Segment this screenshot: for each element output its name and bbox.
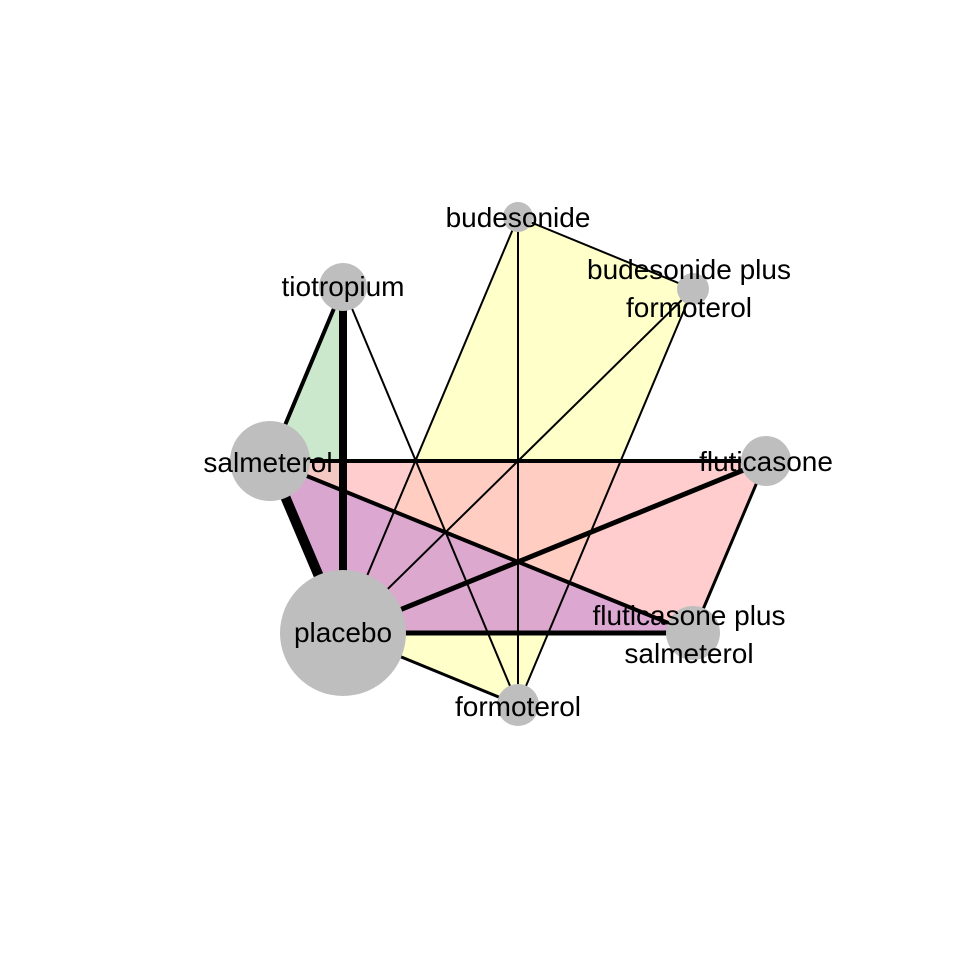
- edge-fluticasone-fluticasone-plus-salmeterol: [691, 459, 768, 635]
- node-placebo: [280, 570, 406, 696]
- node-fluticasone: [741, 436, 791, 486]
- node-label-budesonide: budesonide: [446, 202, 591, 233]
- node-label-line: salmeterol: [203, 447, 332, 478]
- node-label-line: budesonide: [446, 202, 591, 233]
- node-label-line: formoterol: [626, 292, 752, 323]
- node-fluticasone-plus-salmeterol: [666, 606, 720, 660]
- edge-budesonide-budesonide-plus-formoterol: [517, 216, 694, 290]
- edge-budesonide-plus-formoterol-formoterol: [517, 288, 694, 706]
- node-label-line: formoterol: [455, 691, 581, 722]
- node-tiotropium: [319, 263, 367, 311]
- node-label-salmeterol: salmeterol: [203, 447, 332, 478]
- network-nodes: [230, 202, 791, 726]
- node-label-budesonide-plus-formoterol: budesonide plus formoterol: [587, 254, 791, 323]
- node-label-line: salmeterol: [624, 638, 753, 669]
- node-label-formoterol: formoterol: [455, 691, 581, 722]
- edge-salmeterol-fluticasone-plus-salmeterol: [268, 459, 695, 635]
- edge-tiotropium-formoterol: [342, 286, 519, 706]
- node-label-line: tiotropium: [282, 271, 405, 302]
- node-label-line: budesonide plus: [587, 254, 791, 285]
- node-label-placebo: placebo: [294, 617, 392, 648]
- node-label-tiotropium: tiotropium: [282, 271, 405, 302]
- node-label-line: fluticasone plus: [592, 600, 785, 631]
- node-label-fluticasone-plus-salmeterol: fluticasone plus salmeterol: [592, 600, 785, 669]
- edge-budesonide-plus-formoterol-placebo: [342, 288, 694, 634]
- node-label-line: fluticasone: [699, 446, 833, 477]
- node-labels: budesonide budesonide plus formoterol fluti…: [203, 202, 833, 722]
- node-formoterol: [497, 684, 539, 726]
- edge-budesonide-placebo: [342, 216, 519, 634]
- edge-fluticasone-placebo: [340, 458, 769, 636]
- node-budesonide: [503, 202, 533, 232]
- node-label-fluticasone: fluticasone: [699, 446, 833, 477]
- node-budesonide-plus-formoterol: [677, 273, 709, 305]
- node-salmeterol: [230, 421, 310, 501]
- node-label-line: placebo: [294, 617, 392, 648]
